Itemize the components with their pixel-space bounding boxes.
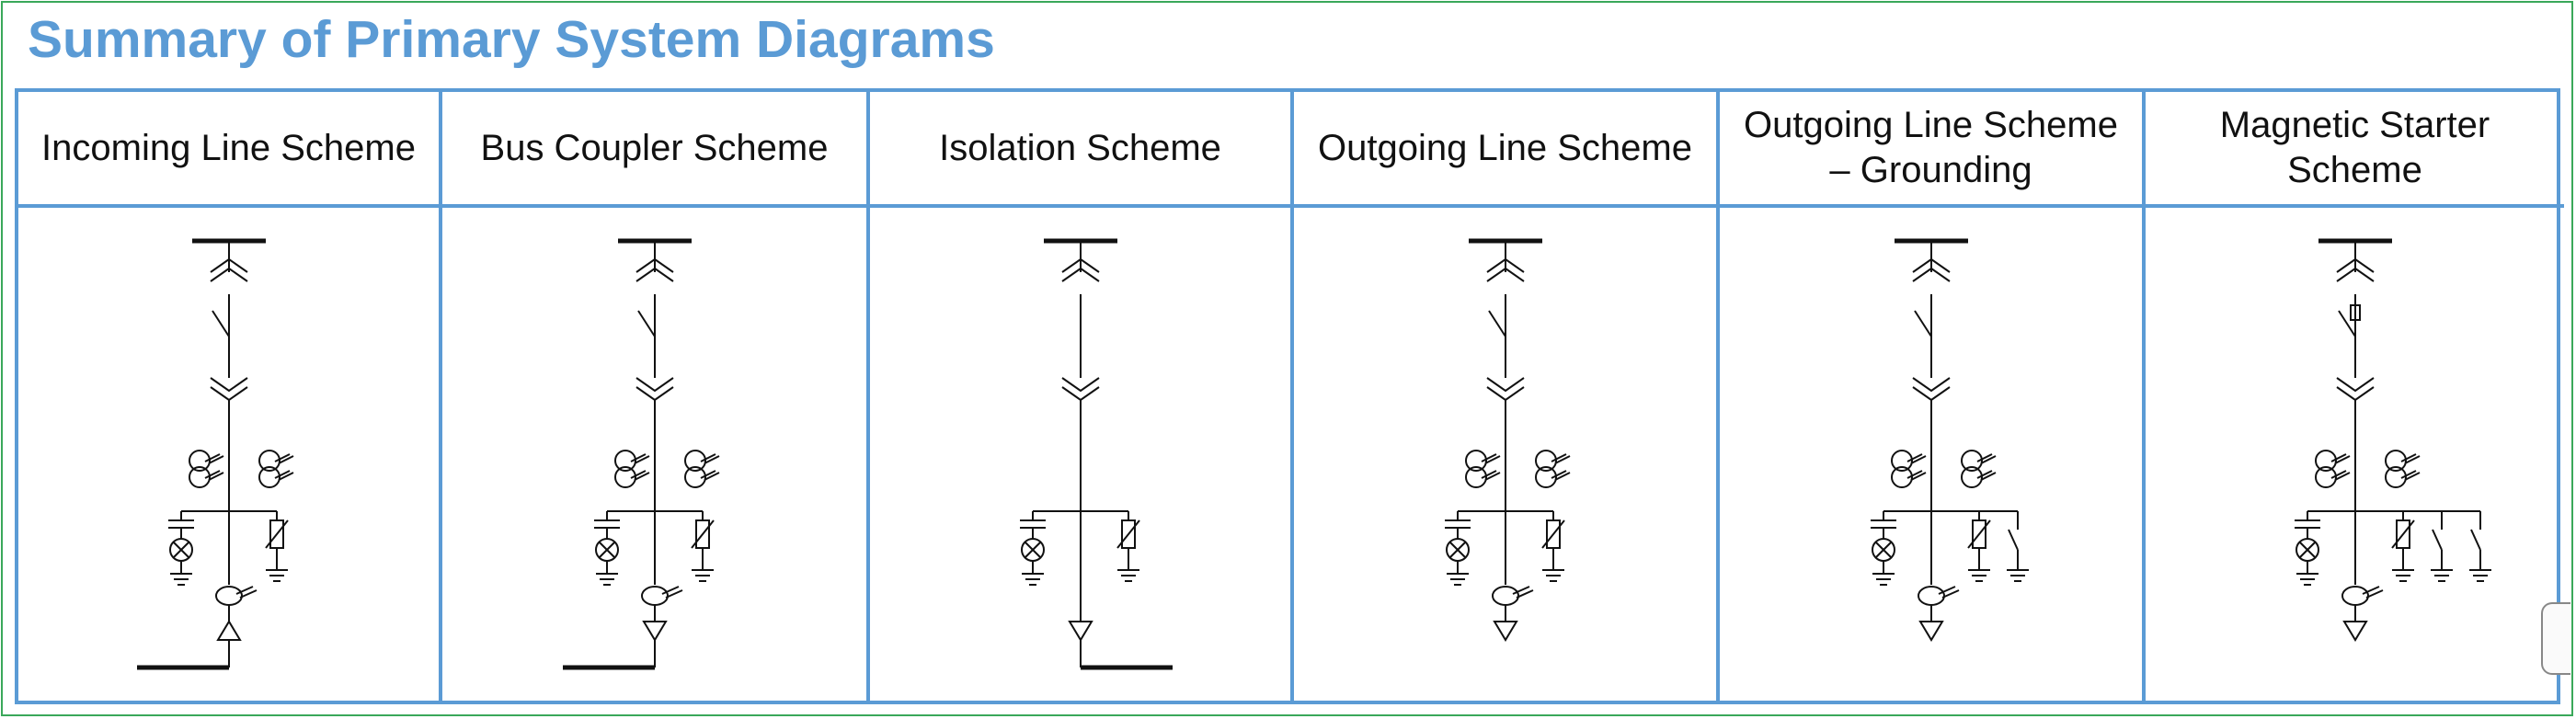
header-incoming-line: Incoming Line Scheme	[18, 92, 442, 208]
diagram-outgoing-line-grounding	[1720, 208, 2146, 701]
feeder-conductor	[1068, 511, 1093, 668]
current-transformer-right	[1535, 450, 1571, 488]
surge-arrester	[1967, 511, 1991, 582]
diagram-bus-coupler	[442, 208, 870, 701]
diagram-table: Incoming Line Scheme Bus Coupler Scheme …	[15, 88, 2564, 704]
voltage-indicator-branch	[594, 511, 620, 586]
main-conductor	[635, 241, 674, 282]
diagram-isolation	[870, 208, 1294, 701]
current-transformer-right	[258, 450, 294, 488]
voltage-indicator-branch	[1020, 511, 1046, 586]
earthing-switch-1	[2431, 511, 2453, 582]
current-transformer-left	[1891, 450, 1927, 488]
lower-connector	[635, 377, 674, 511]
main-conductor	[1486, 241, 1525, 282]
surge-arrester	[2391, 511, 2415, 582]
voltage-indicator-branch	[2295, 511, 2320, 586]
surge-arrester	[1541, 511, 1565, 582]
current-transformer-left	[1465, 450, 1501, 488]
lower-connector	[1486, 377, 1525, 511]
header-magnetic-starter: Magnetic Starter Scheme	[2146, 92, 2564, 208]
diagram-magnetic-starter	[2146, 208, 2564, 701]
breaker-switch	[1914, 294, 1932, 378]
voltage-indicator-branch	[1871, 511, 1896, 586]
main-conductor	[1912, 241, 1951, 282]
surge-arrester	[265, 511, 289, 582]
feeder-conductor	[1492, 511, 1534, 642]
main-conductor	[1061, 241, 1100, 378]
main-conductor	[210, 241, 248, 282]
voltage-indicator-branch	[1445, 511, 1471, 586]
breaker-switch	[212, 294, 230, 378]
breaker-switch	[2338, 294, 2356, 378]
earthing-switch-1	[2007, 511, 2029, 582]
header-bus-coupler: Bus Coupler Scheme	[442, 92, 870, 208]
header-outgoing-line-grounding: Outgoing Line Scheme – Grounding	[1720, 92, 2146, 208]
current-transformer-right	[684, 450, 720, 488]
side-scroll-tab[interactable]	[2541, 602, 2570, 675]
feeder-conductor	[215, 511, 258, 668]
lower-connector	[1912, 377, 1951, 511]
diagram-outgoing-line	[1294, 208, 1720, 701]
feeder-conductor	[641, 511, 683, 668]
current-transformer-left	[189, 450, 224, 488]
voltage-indicator-branch	[168, 511, 194, 586]
earthing-switch-2	[2469, 511, 2491, 582]
current-transformer-left	[2315, 450, 2351, 488]
header-isolation: Isolation Scheme	[870, 92, 1294, 208]
current-transformer-right	[1961, 450, 1997, 488]
feeder-conductor	[2341, 511, 2384, 642]
lower-connector	[210, 377, 248, 511]
header-outgoing-line: Outgoing Line Scheme	[1294, 92, 1720, 208]
diagram-incoming-line	[18, 208, 442, 701]
current-transformer-left	[614, 450, 650, 488]
lower-connector	[2336, 377, 2375, 511]
surge-arrester	[691, 511, 715, 582]
page-title: Summary of Primary System Diagrams	[28, 10, 995, 69]
feeder-conductor	[1918, 511, 1960, 642]
lower-connector	[1061, 377, 1100, 511]
surge-arrester	[1116, 511, 1140, 582]
breaker-switch	[637, 294, 656, 378]
breaker-switch	[1488, 294, 1506, 378]
current-transformer-right	[2385, 450, 2421, 488]
